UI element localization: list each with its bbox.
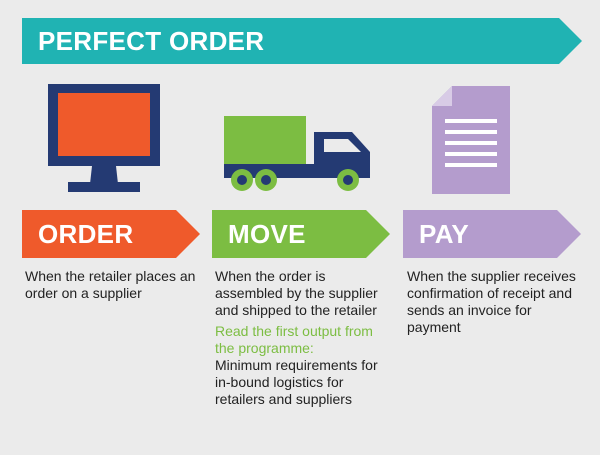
step-pay-banner: PAY xyxy=(403,210,581,258)
programme-output-link[interactable]: Read the first output from the programme… xyxy=(215,323,373,356)
step-move-description: When the order is assembled by the suppl… xyxy=(215,268,387,408)
page-title: PERFECT ORDER xyxy=(38,26,265,56)
perfect-order-banner xyxy=(22,18,582,64)
programme-output-detail: Minimum requirements for in-bound logist… xyxy=(215,357,378,407)
step-pay-label: PAY xyxy=(419,219,470,249)
step-pay-text: When the supplier receives confirmation … xyxy=(407,268,576,335)
step-move-banner: MOVE xyxy=(212,210,390,258)
step-move-text: When the order is assembled by the suppl… xyxy=(215,268,378,318)
step-move-label: MOVE xyxy=(228,219,306,249)
step-order-label: ORDER xyxy=(38,219,134,249)
computer-monitor-icon xyxy=(48,84,160,192)
step-order-text: When the retailer places an order on a s… xyxy=(25,268,196,301)
step-order-description: When the retailer places an order on a s… xyxy=(25,268,197,302)
delivery-truck-icon xyxy=(224,116,370,191)
invoice-document-icon xyxy=(432,86,510,194)
step-pay-description: When the supplier receives confirmation … xyxy=(407,268,579,336)
step-order-banner: ORDER xyxy=(22,210,200,258)
